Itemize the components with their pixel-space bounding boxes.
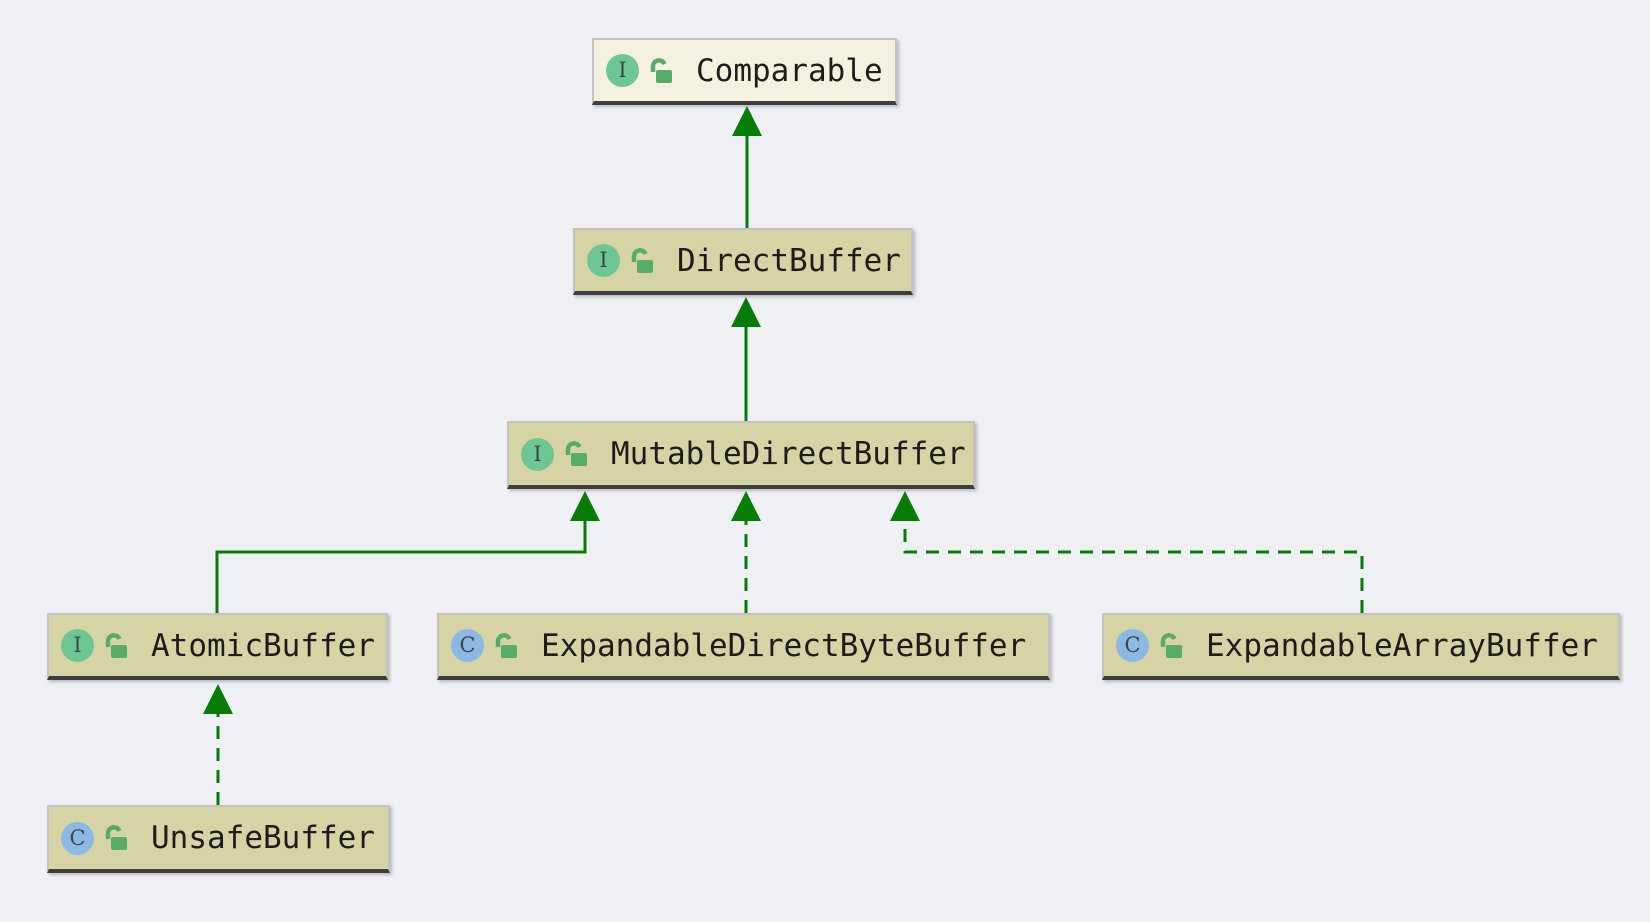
class-node-comparable[interactable]: I Comparable (592, 38, 897, 105)
class-name-label: ExpandableArrayBuffer (1206, 627, 1598, 664)
class-name-label: MutableDirectBuffer (611, 436, 966, 472)
public-unlocked-padlock-icon (493, 631, 519, 661)
public-unlocked-padlock-icon (103, 631, 129, 661)
public-unlocked-padlock-icon (103, 823, 129, 853)
class-node-atomicbuffer[interactable]: I AtomicBuffer (47, 613, 388, 680)
edge-expandabledirectbytebuffer-implements-mutabledirectbuffer (731, 491, 761, 613)
public-unlocked-padlock-icon (1158, 631, 1184, 661)
class-icon: C (1116, 629, 1149, 662)
class-icon: C (61, 821, 94, 855)
class-name-label: ExpandableDirectByteBuffer (541, 627, 1027, 664)
class-node-unsafebuffer[interactable]: C UnsafeBuffer (47, 805, 390, 873)
class-node-expandabledirectbytebuffer[interactable]: C ExpandableDirectByteBuffer (437, 613, 1050, 680)
class-name-label: Comparable (696, 52, 883, 89)
edge-atomicbuffer-extends-mutabledirectbuffer (215, 491, 600, 613)
class-name-label: UnsafeBuffer (151, 820, 375, 856)
interface-icon: I (521, 437, 554, 471)
class-node-expandablearraybuffer[interactable]: C ExpandableArrayBuffer (1102, 613, 1620, 680)
public-unlocked-padlock-icon (629, 246, 655, 276)
class-node-directbuffer[interactable]: I DirectBuffer (573, 228, 913, 295)
interface-icon: I (606, 54, 639, 87)
public-unlocked-padlock-icon (563, 439, 589, 469)
class-name-label: AtomicBuffer (151, 627, 375, 664)
interface-icon: I (61, 629, 94, 662)
edge-unsafebuffer-implements-atomicbuffer (203, 684, 233, 805)
public-unlocked-padlock-icon (648, 56, 674, 86)
interface-icon: I (587, 244, 620, 277)
edge-directbuffer-extends-comparable (732, 106, 762, 228)
class-name-label: DirectBuffer (677, 242, 901, 279)
edge-expandablearraybuffer-implements-mutabledirectbuffer (890, 491, 1364, 613)
class-icon: C (451, 629, 484, 662)
edge-mutabledirectbuffer-extends-directbuffer (731, 297, 761, 421)
class-node-mutabledirectbuffer[interactable]: I MutableDirectBuffer (507, 421, 975, 489)
